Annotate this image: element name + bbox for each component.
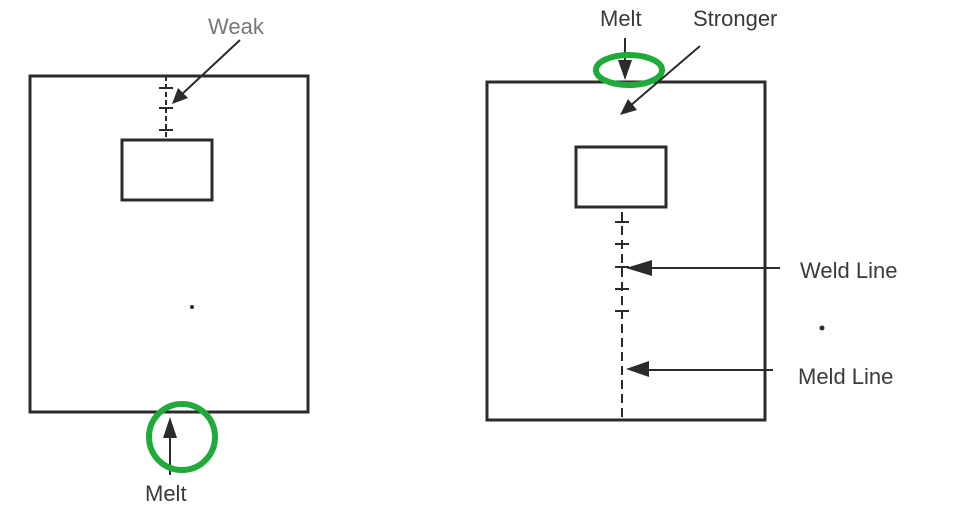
right-melt-highlight-ellipse — [593, 52, 665, 88]
left-part-outline — [28, 74, 310, 414]
left-insert — [120, 138, 214, 202]
right-weld-crosses — [615, 221, 629, 312]
right-insert — [574, 145, 668, 209]
left-melt-label: Melt — [145, 481, 187, 506]
stronger-arrow-line — [629, 45, 701, 107]
right-melt-arrow-head — [618, 60, 632, 80]
left-weld-crosses — [159, 87, 173, 131]
stronger-arrow-head — [620, 99, 637, 115]
weak-label: Weak — [208, 14, 264, 39]
weld-line-arrow-head — [626, 260, 652, 276]
stronger-label: Stronger — [693, 6, 778, 31]
right-melt-label: Melt — [600, 6, 642, 31]
weak-arrow-line — [179, 39, 241, 97]
right-speck — [819, 325, 825, 331]
meld-line-label: Meld Line — [798, 364, 894, 389]
weak-arrow-head — [172, 88, 188, 104]
left-diagram — [28, 39, 310, 475]
left-speck — [190, 305, 194, 309]
right-diagram — [485, 38, 825, 422]
weld-line-label: Weld Line — [800, 258, 898, 283]
meld-line-arrow-head — [626, 361, 649, 377]
left-melt-highlight-circle — [146, 401, 218, 473]
left-melt-arrow-head — [163, 417, 177, 438]
